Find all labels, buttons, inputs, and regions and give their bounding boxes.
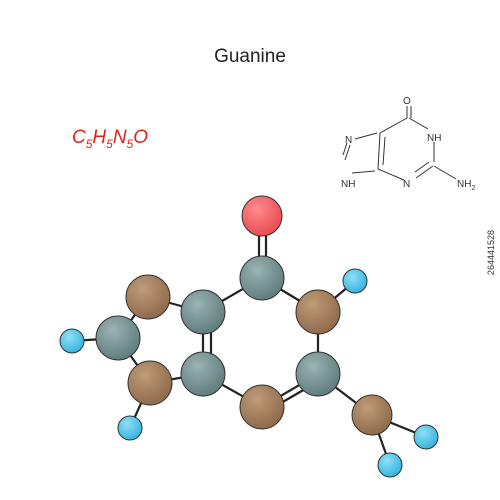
- model-atoms: [59, 195, 439, 478]
- atom-c4: [180, 351, 226, 397]
- atom-n7: [125, 274, 171, 320]
- formula-h: H: [92, 127, 107, 148]
- skeletal-label-n9h: NH: [341, 179, 355, 190]
- chemical-formula: C5H5N5O: [72, 127, 148, 151]
- bond-c5-c4-dbl: [382, 136, 386, 166]
- stock-id: 264441528: [486, 230, 496, 276]
- atom-c8: [95, 315, 141, 361]
- bond-c5-c6: [379, 117, 408, 134]
- bond-n7-c8: [354, 132, 378, 140]
- formula-c: C: [72, 127, 86, 148]
- atom-h-n9: [117, 415, 143, 441]
- atom-c6: [239, 255, 285, 301]
- atom-c2: [295, 351, 341, 397]
- bond-c8-n9: [344, 144, 351, 161]
- atom-n3: [239, 384, 285, 430]
- formula-h-count: 5: [106, 136, 113, 151]
- atom-h-n1: [342, 268, 368, 294]
- skeletal-label-nh2: NH2: [457, 179, 475, 192]
- formula-n-count: 5: [126, 136, 134, 151]
- skeletal-bonds: [342, 106, 457, 181]
- atom-c5: [180, 289, 226, 335]
- skeletal-label-nh2-sub: 2: [471, 185, 475, 192]
- skeletal-label-n3: N: [403, 179, 410, 190]
- atom-h-c8: [59, 328, 85, 354]
- skeletal-label-o: O: [403, 96, 411, 107]
- atom-n10: [351, 394, 393, 436]
- atom-n9: [127, 360, 173, 406]
- atom-o: [241, 195, 283, 237]
- atom-h-n10-a: [413, 424, 439, 450]
- atom-n1: [295, 289, 341, 335]
- skeletal-label-n1h: NH: [427, 133, 441, 144]
- formula-c-count: 5: [85, 136, 93, 151]
- bond-c2-n3: [415, 165, 434, 179]
- formula-o: O: [133, 127, 149, 148]
- skeletal-label-nh2-main: NH: [457, 179, 471, 190]
- atom-h-n10-b: [377, 452, 403, 478]
- page-title: Guanine: [214, 46, 286, 67]
- bond-c2-n3-dbl: [414, 161, 430, 173]
- bond-n3-c4: [377, 168, 405, 181]
- bond-c2-nh2: [433, 165, 457, 180]
- bond-c5-c4: [377, 132, 381, 170]
- formula-n: N: [112, 127, 127, 148]
- bond-n9-c4: [351, 170, 376, 174]
- bond-c6-n1: [408, 117, 429, 130]
- bond-c8-n9-dbl: [342, 142, 348, 156]
- skeletal-label-n7: N: [345, 135, 352, 146]
